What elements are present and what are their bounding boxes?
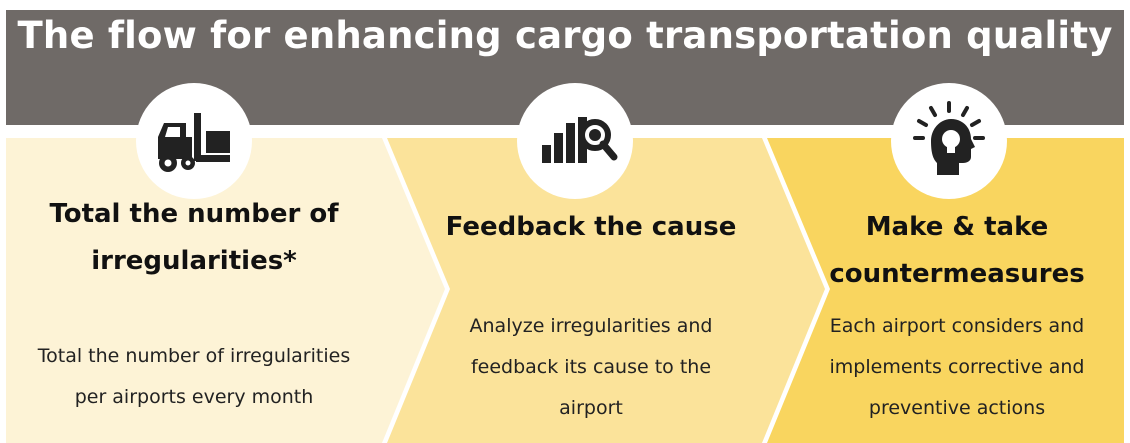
step-3-description-line-1: Each airport considers and [829,315,1085,337]
step-1-heading-line-1: Total the number of [49,199,339,229]
step-2-heading-line-1: Feedback the cause [445,212,737,242]
step-2-panel [387,138,825,443]
step-1-description: Total the number of irregularities per a… [6,336,382,418]
step-2-icon-badge [517,83,633,199]
step-2-description-line-3: airport [559,397,623,419]
step-3-description-line-3: preventive actions [868,397,1046,419]
step-3-icon-badge [891,83,1007,199]
step-3-heading-line-2: countermeasures [829,259,1085,289]
step-1-panel [6,138,445,443]
step-2-heading: Feedback the cause [420,204,762,251]
title-banner [6,10,1124,125]
step-3-panel [767,138,1124,443]
step-3-heading: Make & take countermeasures [790,204,1124,298]
step-2-description-line-1: Analyze irregularities and [469,315,713,337]
bar-chart-magnifier-icon [542,117,618,163]
step-1-icon-badge [136,83,252,199]
diagram-title: The flow for enhancing cargo transportat… [17,14,1113,57]
step-1-heading-line-2: irregularities* [91,246,297,276]
step-3-description-line-2: implements corrective and [829,356,1085,378]
step-2-description: Analyze irregularities and feedback its … [420,306,762,429]
lightbulb-head-icon [913,101,985,175]
forklift-icon [158,113,230,172]
step-1-description-line-2: per airports every month [74,386,314,408]
step-1-heading: Total the number of irregularities* [6,191,382,285]
step-3-description: Each airport considers and implements co… [790,306,1124,429]
step-2-description-line-2: feedback its cause to the [470,356,712,378]
step-3-heading-line-1: Make & take [865,212,1049,242]
step-1-description-line-1: Total the number of irregularities [37,345,351,367]
